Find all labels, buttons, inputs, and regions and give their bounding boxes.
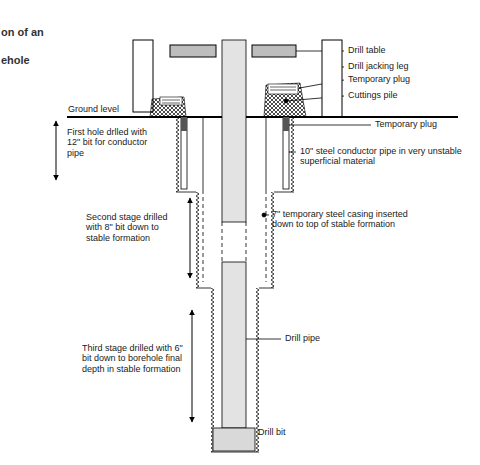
callout-label: Temporary plug [375, 119, 475, 129]
callout-label: Drill bit [258, 427, 338, 437]
callout-label: Cuttings pile [348, 90, 468, 100]
stage-note: First hole drlled with 12" bit for condu… [67, 127, 149, 158]
callout-label: Drill table [348, 45, 468, 55]
drill-table [252, 45, 296, 57]
callout-label: Temporary plug [348, 74, 468, 84]
jacking-leg [322, 40, 342, 117]
stage-note: Second stage drilled with 8" bit down to… [86, 212, 184, 243]
callout-label: Drill jacking leg [348, 61, 468, 71]
stage-note: Third stage drilled with 6" bit down to … [82, 343, 188, 374]
drill-bit [213, 428, 255, 451]
jacking-leg [133, 40, 153, 112]
callout-label: 10" steel conductor pipe in very unstabl… [300, 146, 472, 167]
ground-label: Ground level [68, 104, 148, 114]
caption-fragment: ehole [1, 54, 61, 67]
callout-label: Drill pipe [285, 333, 365, 343]
depth-arrows [56, 121, 192, 422]
ground-line [67, 116, 458, 118]
caption-fragment: on of an [1, 26, 61, 39]
drill-pipe [222, 40, 246, 428]
callout-label: 7" temporary steel casing inserted down … [272, 209, 422, 230]
drill-table [170, 45, 216, 57]
